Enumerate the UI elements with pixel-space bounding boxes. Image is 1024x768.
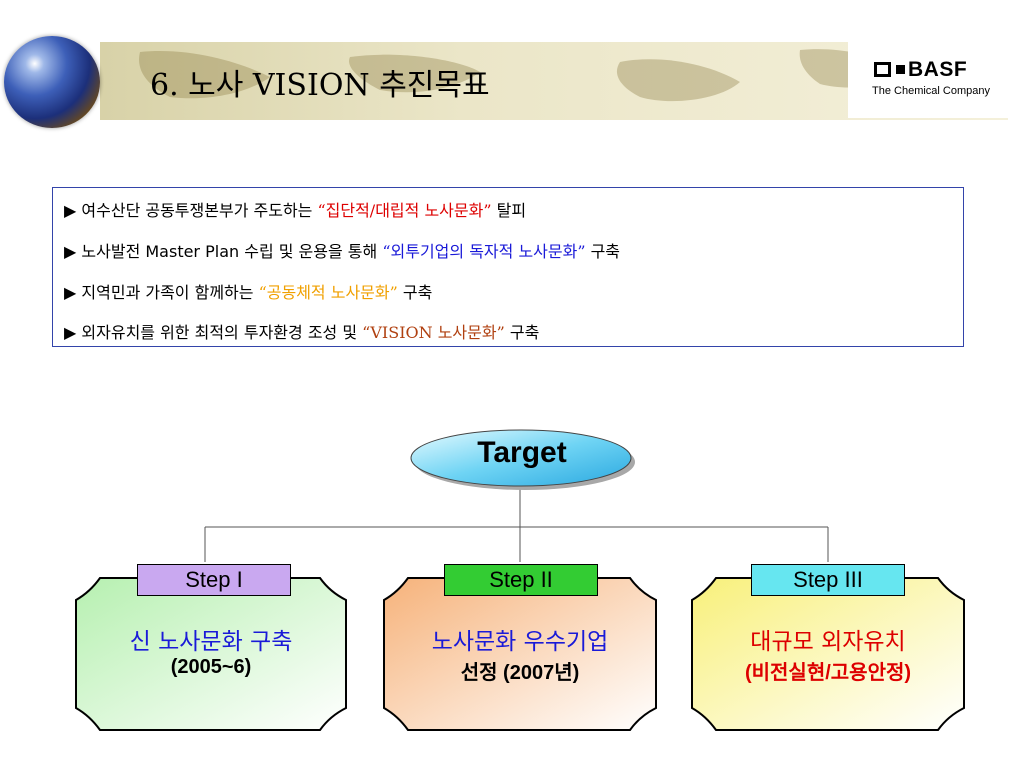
step-label-1: Step I bbox=[137, 564, 291, 596]
step-3-title: 대규모 외자유치 bbox=[750, 629, 906, 655]
logo-text: BASF bbox=[908, 58, 968, 81]
logo-square-solid-icon bbox=[896, 65, 905, 74]
bullet-line-3: ▶ 지역민과 가족이 함께하는 “공동체적 노사문화” 구축 bbox=[64, 279, 432, 303]
bullet-text: 외자유치를 위한 최적의 투자환경 조성 및 bbox=[81, 323, 363, 342]
bullet-marker-icon: ▶ bbox=[64, 201, 77, 220]
bullet-quote: “외투기업의 독자적 노사문화” bbox=[382, 242, 586, 261]
bullet-suffix: 탈피 bbox=[491, 201, 527, 220]
bullet-marker-icon: ▶ bbox=[64, 283, 77, 302]
page-title: 6. 노사 VISION 추진목표 bbox=[150, 68, 490, 103]
target-label: Target bbox=[477, 436, 567, 469]
step-card-3 bbox=[691, 577, 965, 731]
step-1-title: 신 노사문화 구축 bbox=[129, 629, 293, 655]
connector-lines bbox=[204, 488, 829, 562]
basf-logo: BASF bbox=[874, 58, 967, 82]
globe-icon bbox=[4, 36, 100, 128]
bullet-line-2: ▶ 노사발전 Master Plan 수립 및 운용을 통해 “외투기업의 독자… bbox=[64, 238, 620, 262]
logo-container bbox=[848, 42, 1008, 118]
bullet-quote: “VISION 노사문화” bbox=[362, 323, 505, 342]
step-card-2 bbox=[383, 577, 657, 731]
step-3-detail: (비전실현/고용안정) bbox=[744, 662, 912, 684]
bullet-suffix: 구축 bbox=[585, 242, 621, 261]
step-2-title: 노사문화 우수기업 bbox=[431, 629, 609, 655]
bullet-text: 지역민과 가족이 함께하는 bbox=[81, 283, 259, 302]
step-2-detail: 선정 (2007년) bbox=[460, 662, 580, 684]
bullet-marker-icon: ▶ bbox=[64, 242, 77, 261]
target-ellipse bbox=[410, 429, 635, 490]
bullet-suffix: 구축 bbox=[397, 283, 433, 302]
step-label-2: Step II bbox=[444, 564, 598, 596]
step-card-1 bbox=[75, 577, 347, 731]
step-label-3: Step III bbox=[751, 564, 905, 596]
bullet-line-4: ▶ 외자유치를 위한 최적의 투자환경 조성 및 “VISION 노사문화” 구… bbox=[64, 319, 539, 343]
bullet-quote: “집단적/대립적 노사문화” bbox=[317, 201, 492, 220]
bullet-box: ▶ 여수산단 공동투쟁본부가 주도하는 “집단적/대립적 노사문화” 탈피 ▶ … bbox=[52, 187, 964, 347]
logo-subtitle: The Chemical Company bbox=[872, 85, 990, 97]
logo-square-outline-icon bbox=[874, 62, 891, 77]
bullet-quote: “공동체적 노사문화” bbox=[258, 283, 398, 302]
step-1-detail: (2005~6) bbox=[170, 656, 252, 678]
bullet-marker-icon: ▶ bbox=[64, 323, 77, 342]
bullet-line-1: ▶ 여수산단 공동투쟁본부가 주도하는 “집단적/대립적 노사문화” 탈피 bbox=[64, 197, 526, 221]
bullet-text: 노사발전 Master Plan 수립 및 운용을 통해 bbox=[81, 242, 383, 261]
bullet-text: 여수산단 공동투쟁본부가 주도하는 bbox=[81, 201, 318, 220]
bullet-suffix: 구축 bbox=[504, 323, 540, 342]
